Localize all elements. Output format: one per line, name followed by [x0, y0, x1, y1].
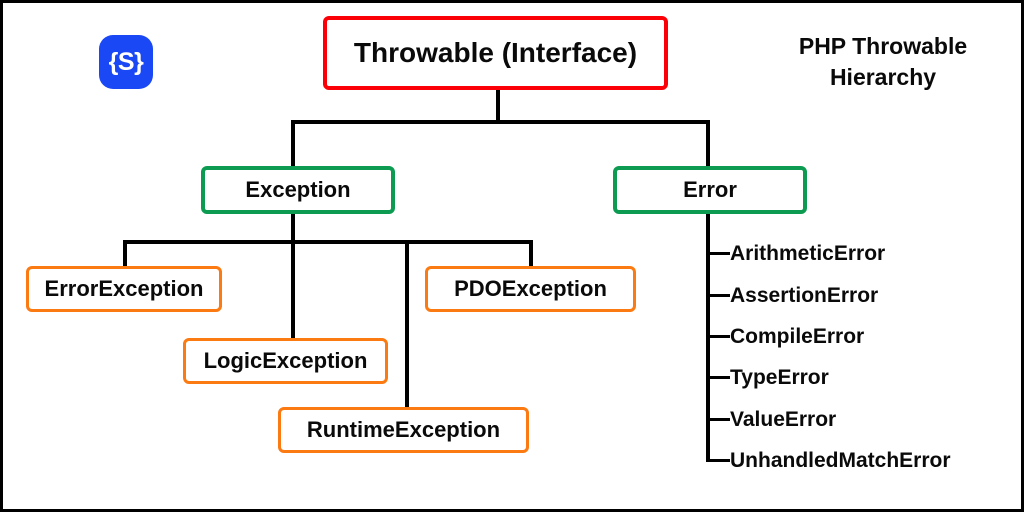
node-runtimeexception[interactable]: RuntimeException [278, 407, 529, 453]
leaf-compileerror[interactable]: CompileError [730, 325, 865, 348]
connector-root-stem [496, 89, 500, 122]
node-logicexception-label: LogicException [203, 348, 368, 373]
node-error-label: Error [683, 177, 737, 202]
diagram-title: PHP Throwable Hierarchy [743, 31, 1021, 93]
leaf-arithmeticerror[interactable]: ArithmeticError [730, 242, 886, 265]
diagram-title-line-2: Hierarchy [829, 64, 937, 91]
connector-exception-to-runtimeexception [405, 240, 409, 407]
node-pdoexception[interactable]: PDOException [425, 266, 636, 312]
leaf-typeerror[interactable]: TypeError [730, 366, 829, 389]
leaf-assertionerror[interactable]: AssertionError [730, 284, 879, 307]
connector-exception-stem [291, 212, 295, 244]
node-throwable[interactable]: Throwable (Interface) [323, 16, 668, 90]
node-errorexception-label: ErrorException [44, 276, 204, 301]
connector-error-tick-4 [706, 376, 730, 379]
leaf-unhandledmatcherror[interactable]: UnhandledMatchError [730, 449, 951, 472]
node-pdoexception-label: PDOException [454, 276, 607, 301]
node-runtimeexception-label: RuntimeException [306, 417, 501, 442]
connector-error-tick-5 [706, 418, 730, 421]
connector-error-tick-2 [706, 294, 730, 297]
connector-exception-to-pdoexception [529, 240, 533, 267]
connector-root-bus [291, 120, 710, 124]
leaf-valueerror[interactable]: ValueError [730, 408, 837, 431]
brand-logo-text: {S} [108, 47, 144, 76]
connector-error-tick-6 [706, 459, 730, 462]
connector-exception-bus [123, 240, 533, 244]
connector-root-to-error [706, 120, 710, 168]
connector-exception-to-errorexception [123, 240, 127, 267]
node-throwable-label: Throwable (Interface) [353, 37, 638, 68]
node-logicexception[interactable]: LogicException [183, 338, 388, 384]
node-exception-label: Exception [245, 177, 351, 202]
connector-error-tick-3 [706, 335, 730, 338]
node-error[interactable]: Error [613, 166, 807, 214]
connector-error-tick-1 [706, 252, 730, 255]
brand-logo: {S} [99, 35, 153, 89]
connector-exception-to-logicexception [291, 240, 295, 338]
node-exception[interactable]: Exception [201, 166, 395, 214]
diagram-title-line-1: PHP Throwable [798, 33, 968, 59]
connector-root-to-exception [291, 120, 295, 168]
node-errorexception[interactable]: ErrorException [26, 266, 222, 312]
